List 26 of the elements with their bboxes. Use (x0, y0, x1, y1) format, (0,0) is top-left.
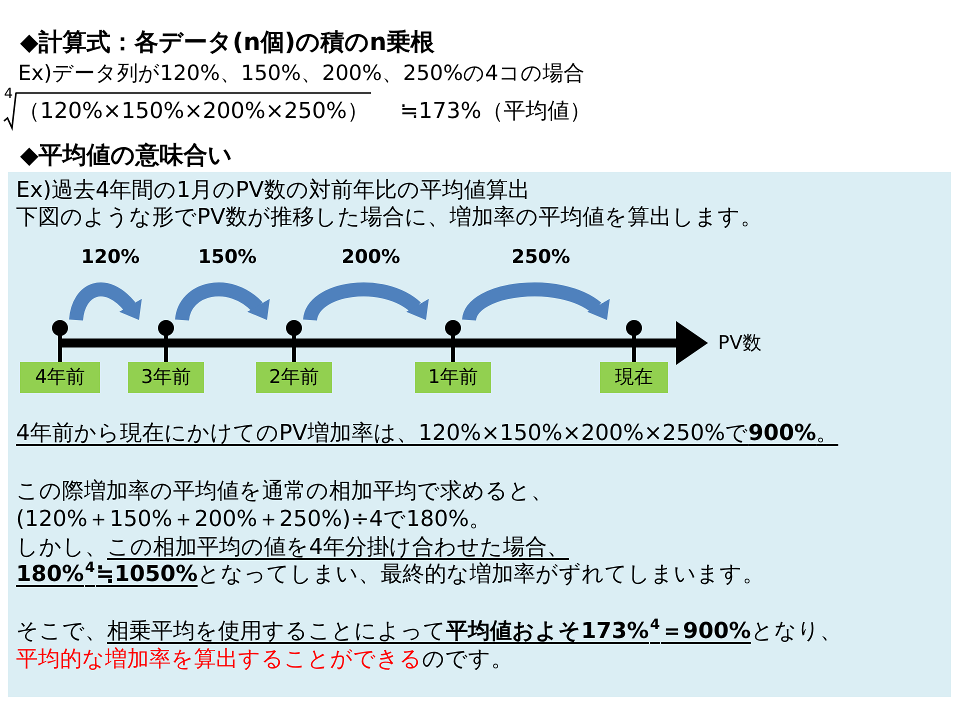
year-label: 1年前 (415, 362, 491, 393)
body-text: (120%＋150%＋200%＋250%)÷4で180%。 (16, 507, 492, 534)
year-label: 3年前 (128, 362, 204, 393)
body-text: 180%$^{4}$≒1050%となってしまい、最終的な増加率がずれてしまいます。 (16, 562, 765, 588)
timeline-marker (256, 320, 332, 393)
section-heading: ◆計算式：各データ(n個)の積のn乗根 (20, 28, 435, 57)
timeline-marker (128, 320, 204, 393)
body-text: この際増加率の平均値を通常の相加平均で求めると、 (16, 479, 553, 506)
axis-label: PV数 (718, 332, 762, 355)
section-heading: ◆平均値の意味合い (20, 141, 232, 170)
timeline-marker (600, 320, 668, 393)
year-label: 4年前 (20, 362, 100, 393)
timeline-marker (415, 320, 491, 393)
body-text: 4年前から現在にかけてのPV増加率は、120%×150%×200%×250%で900%。 (16, 421, 838, 448)
root-index: 4 (4, 86, 13, 103)
example-text: Ex)データ列が120%、150%、200%、250%の4コの場合 (18, 61, 584, 86)
result-text: ≒173%（平均値） (400, 99, 592, 126)
body-text: 下図のような形でPV数が推移した場合に、増加率の平均値を算出します。 (16, 205, 762, 232)
example-text: Ex)過去4年間の1月のPV数の対前年比の平均値算出 (16, 178, 530, 204)
timeline-marker (20, 320, 100, 393)
body-text: 平均的な増加率を算出することができるのです。 (16, 647, 513, 674)
year-label: 現在 (600, 362, 668, 393)
year-label: 2年前 (256, 362, 332, 393)
formula-text: （120%×150%×200%×250%） (18, 99, 369, 126)
body-text: しかし、この相加平均の値を4年分掛け合わせた場合、 (16, 535, 569, 562)
body-text: そこで、相乗平均を使用することによって平均値およそ173%$^{4}$＝900%となり、 (16, 619, 842, 646)
